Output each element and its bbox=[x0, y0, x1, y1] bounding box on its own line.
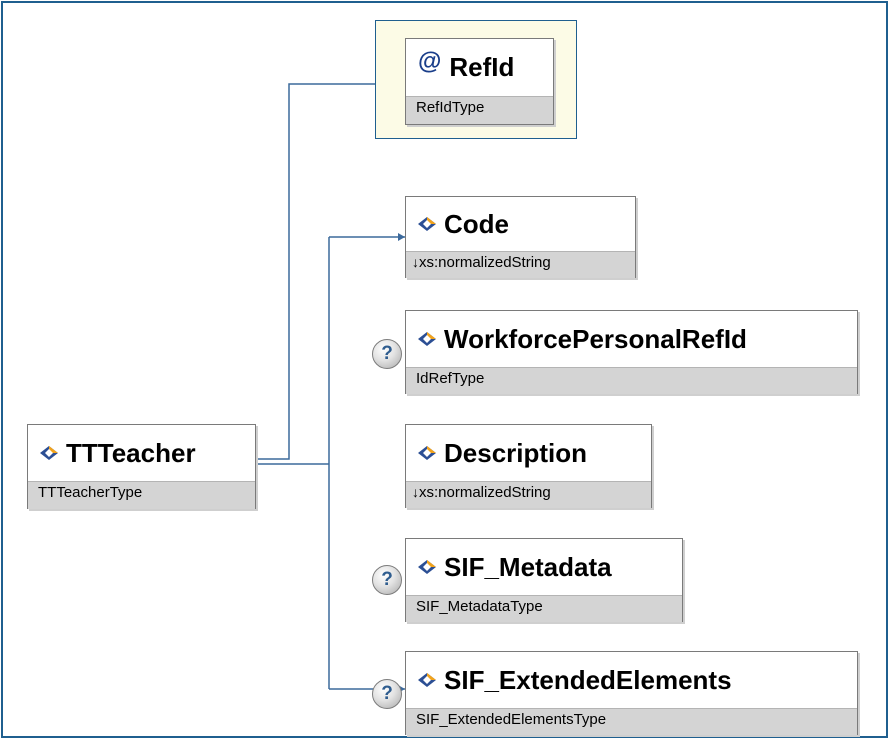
root-type: TTTeacherType bbox=[28, 481, 255, 509]
element-type: ↓xs:normalizedString bbox=[406, 481, 651, 508]
attribute-header: @ RefId bbox=[406, 39, 553, 96]
element-name: Description bbox=[444, 437, 588, 468]
element-type: SIF_ExtendedElementsType bbox=[406, 708, 857, 735]
attribute-at-icon: @ bbox=[418, 47, 442, 75]
element-diamond-icon bbox=[418, 673, 436, 687]
element-header: Description bbox=[406, 425, 651, 481]
optional-question-icon: ? bbox=[372, 565, 402, 595]
attribute-type: RefIdType bbox=[406, 96, 553, 124]
root-element-ttteacher[interactable]: TTTeacher TTTeacherType bbox=[27, 424, 256, 509]
attribute-name: RefId bbox=[449, 52, 515, 82]
element-diamond-icon bbox=[418, 217, 436, 231]
root-name: TTTeacher bbox=[66, 437, 196, 468]
element-name: SIF_Metadata bbox=[444, 551, 612, 582]
element-type: IdRefType bbox=[406, 367, 857, 394]
element-sif-metadata[interactable]: SIF_Metadata SIF_MetadataType bbox=[405, 538, 683, 622]
attribute-refid[interactable]: @ RefId RefIdType bbox=[405, 38, 554, 125]
element-header: WorkforcePersonalRefId bbox=[406, 311, 857, 367]
element-workforcepersonalrefid[interactable]: WorkforcePersonalRefId IdRefType bbox=[405, 310, 858, 394]
element-diamond-icon bbox=[418, 446, 436, 460]
element-code[interactable]: Code ↓xs:normalizedString bbox=[405, 196, 636, 278]
element-diamond-icon bbox=[418, 332, 436, 346]
element-diamond-icon bbox=[40, 446, 58, 460]
element-name: Code bbox=[444, 208, 509, 239]
restriction-arrow-icon: ↓ bbox=[412, 484, 419, 500]
root-connector-upper bbox=[257, 83, 376, 460]
root-header: TTTeacher bbox=[28, 425, 255, 481]
element-type-name: xs:normalizedString bbox=[419, 254, 551, 271]
arrow-code bbox=[398, 233, 405, 241]
restriction-arrow-icon: ↓ bbox=[412, 254, 419, 270]
optional-question-icon: ? bbox=[372, 339, 402, 369]
element-type: ↓xs:normalizedString bbox=[406, 251, 635, 278]
element-header: SIF_Metadata bbox=[406, 539, 682, 595]
element-header: SIF_ExtendedElements bbox=[406, 652, 857, 708]
element-type-name: xs:normalizedString bbox=[419, 484, 551, 501]
element-name: SIF_ExtendedElements bbox=[444, 664, 732, 695]
element-header: Code bbox=[406, 197, 635, 251]
element-type: SIF_MetadataType bbox=[406, 595, 682, 622]
optional-question-icon: ? bbox=[372, 679, 402, 709]
element-description[interactable]: Description ↓xs:normalizedString bbox=[405, 424, 652, 508]
element-name: WorkforcePersonalRefId bbox=[444, 323, 747, 354]
element-sif-extendedelements[interactable]: SIF_ExtendedElements SIF_ExtendedElement… bbox=[405, 651, 858, 735]
element-diamond-icon bbox=[418, 560, 436, 574]
